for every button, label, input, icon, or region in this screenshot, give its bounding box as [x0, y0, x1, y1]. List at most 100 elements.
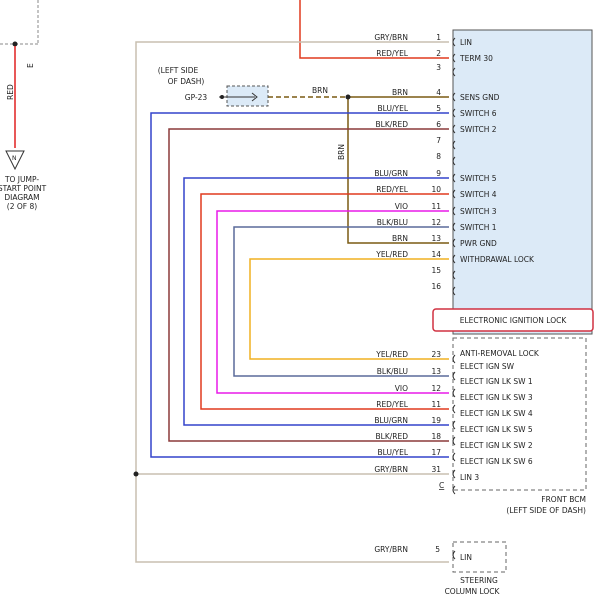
gp-id: GP-23 — [185, 93, 208, 102]
bottom-pin-number: 17 — [431, 448, 441, 457]
bottom-pin-bracket — [452, 388, 456, 398]
top-pin-number: 12 — [431, 218, 441, 227]
bottom-pin-number: 12 — [431, 384, 441, 393]
bottom-pin-bracket — [452, 469, 456, 479]
top-wire-label: BLK/BLU — [377, 218, 408, 227]
connector-c-label: C — [439, 481, 444, 490]
top-pin-function: PWR GND — [460, 239, 497, 248]
bottom-pin-function: ELECT IGN LK SW 1 — [460, 377, 533, 386]
top-wire-label: BRN — [392, 88, 408, 97]
bottom-pin-number: 13 — [431, 367, 441, 376]
top-wire-label: RED/YEL — [376, 49, 409, 58]
wire-term30 — [299, 0, 449, 59]
top-wire-label: RED/YEL — [376, 185, 409, 194]
top-pin-bracket — [452, 108, 456, 118]
bottom-pin-bracket — [452, 371, 456, 381]
bottom-pin-function: ELECT IGN SW — [460, 362, 515, 371]
wire-switch1 — [233, 226, 449, 377]
steering-wire-label: GRY/BRN — [374, 545, 408, 554]
top-pin-number: 1 — [436, 33, 441, 42]
top-pin-function: LIN — [460, 38, 472, 47]
bottom-wire-label: YEL/RED — [375, 350, 408, 359]
top-pin-number: 5 — [436, 104, 441, 113]
wire-pwr-gnd — [347, 97, 449, 244]
bottom-wire-label: BLK/BLU — [377, 367, 408, 376]
gp-brn-label: BRN — [312, 86, 328, 95]
top-wire-label: BLK/RED — [376, 120, 409, 129]
top-pin-number: 10 — [431, 185, 441, 194]
top-pin-bracket — [452, 238, 456, 248]
bottom-pin-bracket — [452, 485, 456, 495]
top-pin-number: 8 — [436, 152, 441, 161]
jump-text-4: (2 OF 8) — [7, 202, 37, 211]
bottom-wire-label: BLU/YEL — [378, 448, 409, 457]
bcm-upper-box — [452, 29, 593, 335]
wire-switch2 — [168, 128, 449, 442]
left-fragment: RED E N TO JUMP- START POINT DIAGRAM (2 … — [0, 0, 47, 211]
top-wire-label: VIO — [395, 202, 408, 211]
top-pin-function: TERM 30 — [459, 54, 493, 63]
bottom-pin-bracket — [452, 404, 456, 414]
bottom-pin-function: ELECT IGN LK SW 3 — [460, 393, 533, 402]
gp-line-2: OF DASH) — [168, 77, 205, 86]
steering-caption-1: STEERING — [460, 576, 498, 585]
red-wire-label: RED — [6, 84, 15, 100]
jump-text-1: TO JUMP- — [4, 175, 39, 184]
steering-func: LIN — [460, 553, 472, 562]
top-wire-label: YEL/RED — [375, 250, 408, 259]
wire-switch3 — [216, 210, 449, 394]
top-pin-bracket — [452, 286, 456, 296]
vertical-brn-label: BRN — [337, 144, 346, 160]
jump-node-icon — [5, 150, 25, 171]
jump-text-3: DIAGRAM — [4, 193, 39, 202]
top-pin-function: SWITCH 4 — [460, 190, 497, 199]
top-pin-number: 2 — [436, 49, 441, 58]
bottom-pin-number: 11 — [431, 400, 441, 409]
gp-arrow-icon — [251, 92, 258, 102]
top-pin-number: 7 — [436, 136, 441, 145]
top-pin-function: SWITCH 2 — [460, 125, 497, 134]
top-pin-bracket — [452, 37, 456, 47]
top-pin-bracket — [452, 67, 456, 77]
bottom-wire-label: BLK/RED — [376, 432, 409, 441]
top-pin-bracket — [452, 270, 456, 280]
jump-node-letter: N — [12, 155, 17, 162]
top-pin-number: 9 — [436, 169, 441, 178]
top-pin-number: 11 — [431, 202, 441, 211]
bottom-wire-label: BLU/GRN — [374, 416, 408, 425]
top-pin-bracket — [452, 189, 456, 199]
top-wire-label: GRY/BRN — [374, 33, 408, 42]
bottom-pin-function: ELECT IGN LK SW 6 — [460, 457, 533, 466]
bottom-wire-label: GRY/BRN — [374, 465, 408, 474]
jump-text-2: START POINT — [0, 184, 47, 193]
top-wire-label: BLU/GRN — [374, 169, 408, 178]
top-pin-bracket — [452, 206, 456, 216]
top-pin-bracket — [452, 222, 456, 232]
top-pin-function: SENS GND — [460, 93, 500, 102]
bottom-pin-number: 31 — [431, 465, 441, 474]
bottom-pin-number: 19 — [431, 416, 441, 425]
top-pin-function: SWITCH 3 — [460, 207, 497, 216]
top-pin-bracket — [452, 92, 456, 102]
steering-column-lock: GRY/BRN 5 LIN STEERING COLUMN LOCK — [374, 541, 507, 596]
steering-bracket — [452, 550, 456, 560]
splice-lin — [133, 471, 139, 477]
wires — [135, 0, 449, 563]
bottom-pin-function: ELECT IGN LK SW 2 — [460, 441, 533, 450]
wire-switch6 — [150, 112, 449, 458]
top-pin-bracket — [452, 53, 456, 63]
top-pin-function: WITHDRAWAL LOCK — [460, 255, 535, 264]
top-pin-number: 4 — [436, 88, 441, 97]
top-pin-function: SWITCH 6 — [460, 109, 497, 118]
bottom-pin-bracket — [452, 436, 456, 446]
top-wire-label: BRN — [392, 234, 408, 243]
bottom-pin-bracket — [452, 452, 456, 462]
bcm-caption-2: (LEFT SIDE OF DASH) — [506, 506, 586, 515]
wire-lin-loop — [135, 41, 449, 563]
ground-point: (LEFT SIDE OF DASH) GP-23 BRN — [158, 66, 328, 107]
highlight-box — [432, 308, 594, 332]
top-pin-number: 15 — [431, 266, 441, 275]
